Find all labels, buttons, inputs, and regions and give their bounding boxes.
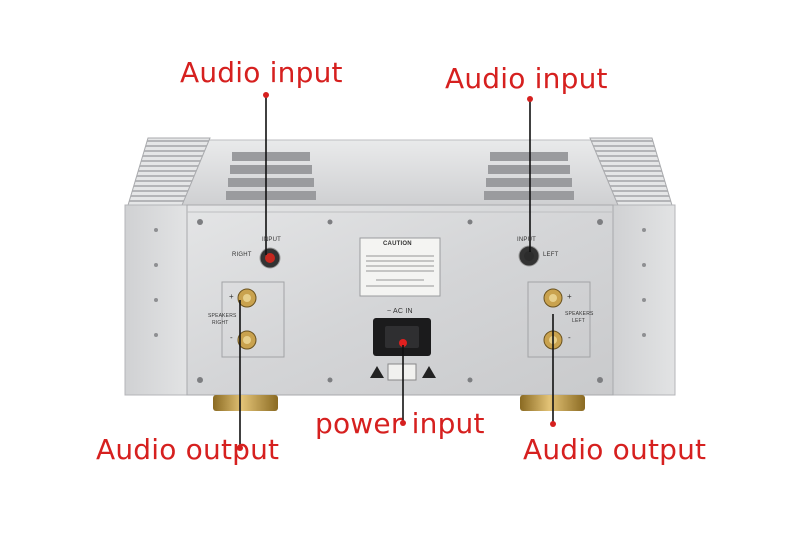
callout-audio-output-left: Audio output (523, 433, 707, 466)
callout-dots (237, 92, 556, 451)
panel-plus-left: + (567, 292, 572, 301)
back-panel (186, 204, 614, 396)
panel-input-label-right: INPUT (262, 237, 281, 243)
speaker-plate-right (221, 281, 285, 358)
caution-text-lines (366, 255, 434, 287)
callout-audio-input-left: Audio input (445, 62, 608, 95)
panel-minus-right: - (230, 333, 233, 342)
panel-speakers-right: SPEAKERS (208, 313, 237, 319)
panel-left-label: LEFT (543, 252, 559, 258)
ac-inlet-socket (385, 326, 419, 348)
callout-audio-input-right: Audio input (180, 56, 343, 89)
speaker-terminal-left-plus (543, 288, 563, 308)
right-vent (484, 152, 574, 200)
panel-speakers-right-sub: RIGHT (212, 320, 229, 326)
panel-speakers-left-sub: LEFT (572, 318, 586, 324)
callout-power-input: power input (315, 407, 485, 440)
panel-plus-right: + (229, 292, 234, 301)
speaker-plate-left (527, 281, 591, 358)
panel-speakers-left: SPEAKERS (565, 311, 594, 317)
callout-lines (239, 95, 554, 448)
side-screws (154, 228, 646, 337)
warning-triangle-right (422, 366, 436, 378)
callout-audio-output-right: Audio output (96, 433, 280, 466)
speaker-terminal-right-minus (237, 330, 257, 350)
panel-ac-in-label: ~ AC IN (387, 308, 413, 315)
panel-right-label: RIGHT (232, 252, 252, 258)
panel-caution-title: CAUTION (383, 241, 412, 247)
panel-screws (197, 219, 603, 383)
caution-small-label (387, 363, 417, 381)
left-vent (226, 152, 316, 200)
foot-left (213, 395, 278, 411)
warning-triangle-left (370, 366, 384, 378)
ac-inlet-marker (399, 339, 407, 347)
panel-minus-left: - (568, 333, 571, 342)
panel-input-label-left: INPUT (517, 237, 536, 243)
speaker-terminal-right-plus (237, 288, 257, 308)
